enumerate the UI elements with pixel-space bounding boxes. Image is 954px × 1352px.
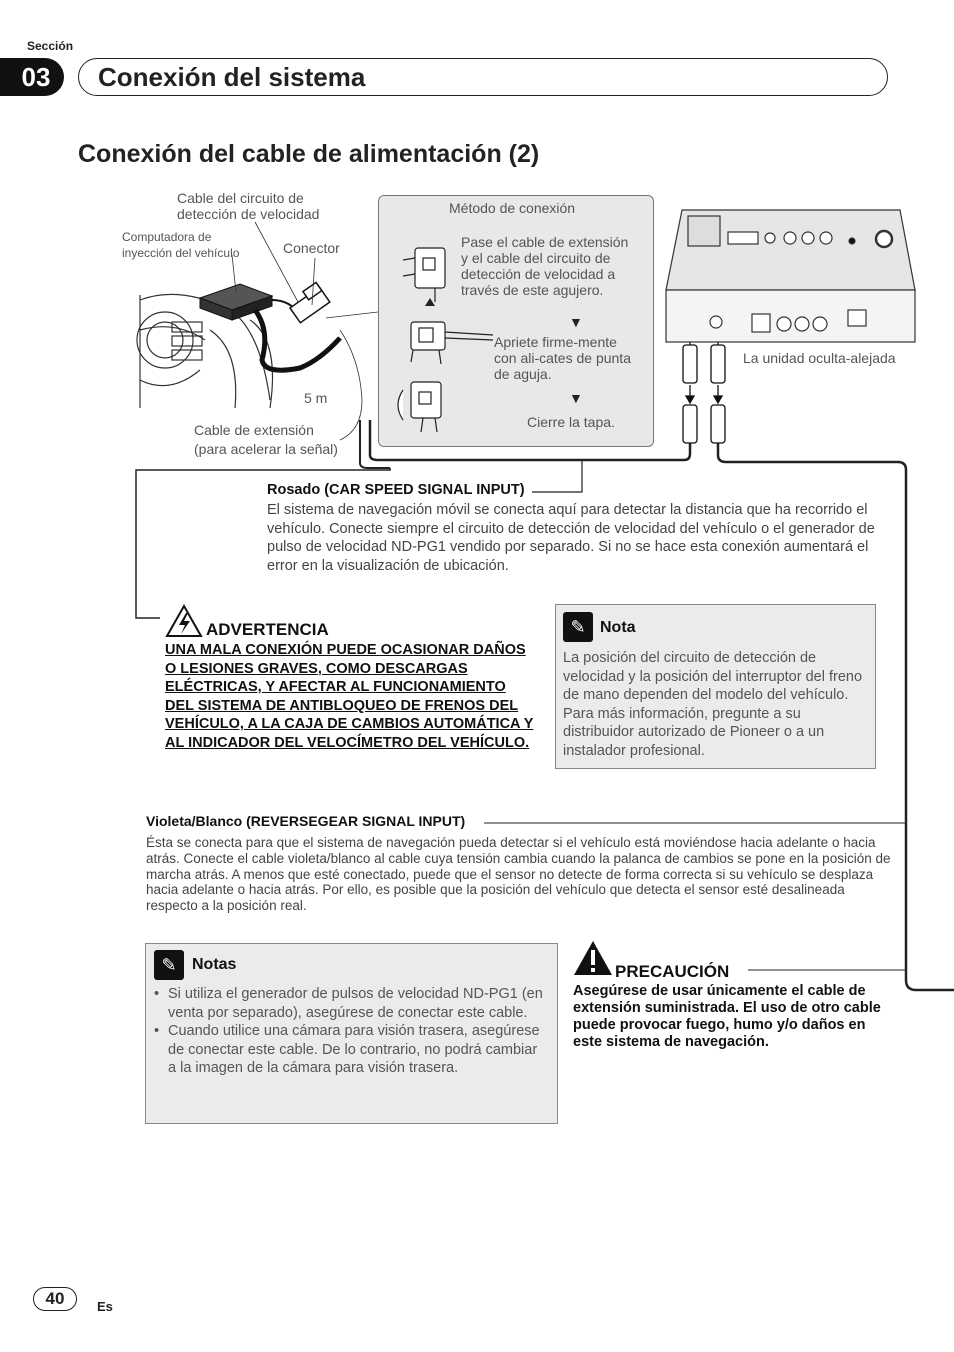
dashboard-illustration bbox=[136, 293, 274, 409]
pink-color-name: Rosado bbox=[267, 482, 321, 498]
ecu-box bbox=[198, 283, 274, 321]
page-title: Conexión del cable de alimentación (2) bbox=[78, 140, 540, 168]
extension-cable-label: Cable de extensión (para acelerar la señ… bbox=[194, 422, 338, 457]
warning-title: ADVERTENCIA bbox=[206, 620, 329, 639]
section-label: Sección bbox=[27, 39, 74, 53]
violet-color-name: Violeta/Blanco bbox=[146, 813, 243, 829]
rca-plugs bbox=[682, 310, 726, 444]
violet-signal-name: (REVERSEGEAR SIGNAL INPUT) bbox=[246, 813, 466, 829]
notes-item: Cuando utilice una cámara para visión tr… bbox=[154, 1022, 544, 1078]
pink-description: El sistema de navegación móvil se conect… bbox=[267, 502, 875, 574]
navigation-unit bbox=[665, 209, 916, 343]
caution-title: PRECAUCIÓN bbox=[615, 962, 730, 981]
language-code: Es bbox=[97, 1299, 113, 1314]
section-title: Conexión del sistema bbox=[98, 62, 366, 92]
pink-heading: Rosado (CAR SPEED SIGNAL INPUT) bbox=[267, 482, 525, 498]
notes-title: Notas bbox=[192, 956, 237, 973]
length-label: 5 m bbox=[304, 390, 328, 406]
arrow-down-icon: ▼ bbox=[569, 390, 583, 406]
page-number: 40 bbox=[33, 1287, 77, 1311]
unit-label: La unidad oculta-alejada bbox=[743, 350, 896, 366]
note-title: Nota bbox=[600, 619, 636, 636]
section-number: 03 bbox=[0, 58, 64, 96]
method-step-3: Cierre la tapa. bbox=[527, 414, 615, 430]
connector-icon bbox=[288, 281, 331, 324]
violet-description: Ésta se conecta para que el sistema de n… bbox=[146, 835, 891, 914]
ecu-label: Computadora de inyección del vehículo bbox=[122, 230, 240, 260]
speed-cable-label: Cable del circuito de detección de veloc… bbox=[177, 190, 320, 222]
notes-box: ✎ Notas Si utiliza el generador de pulso… bbox=[145, 943, 558, 1124]
method-step-2: Apriete firme-mente con ali-cates de pun… bbox=[494, 334, 631, 382]
pink-signal-name: (CAR SPEED SIGNAL INPUT) bbox=[324, 482, 525, 498]
caution-icon bbox=[574, 941, 612, 975]
pencil-icon: ✎ bbox=[563, 612, 593, 642]
note-box: ✎ Nota La posición del circuito de detec… bbox=[555, 604, 876, 769]
connector-label: Conector bbox=[283, 240, 340, 256]
method-step-1: Pase el cable de extensión y el cable de… bbox=[461, 234, 629, 298]
notes-list: Si utiliza el generador de pulsos de vel… bbox=[154, 985, 544, 1078]
warning-text: UNA MALA CONEXIÓN PUEDE OCASIONAR DAÑOS … bbox=[165, 642, 534, 751]
arrow-down-icon: ▼ bbox=[569, 314, 583, 330]
section-title-bar bbox=[78, 58, 888, 96]
connector-steps-illustration bbox=[397, 247, 493, 433]
pencil-icon: ✎ bbox=[154, 950, 184, 980]
violet-heading: Violeta/Blanco (REVERSEGEAR SIGNAL INPUT… bbox=[146, 813, 465, 829]
warning-icon bbox=[165, 604, 203, 637]
connection-method-box: Método de conexión Pase el cable de exte… bbox=[378, 195, 654, 447]
caution-text: Asegúrese de usar únicamente el cable de… bbox=[573, 983, 881, 1050]
note-text: La posición del circuito de detección de… bbox=[563, 650, 863, 759]
method-title: Método de conexión bbox=[449, 200, 576, 216]
notes-item: Si utiliza el generador de pulsos de vel… bbox=[154, 985, 544, 1022]
